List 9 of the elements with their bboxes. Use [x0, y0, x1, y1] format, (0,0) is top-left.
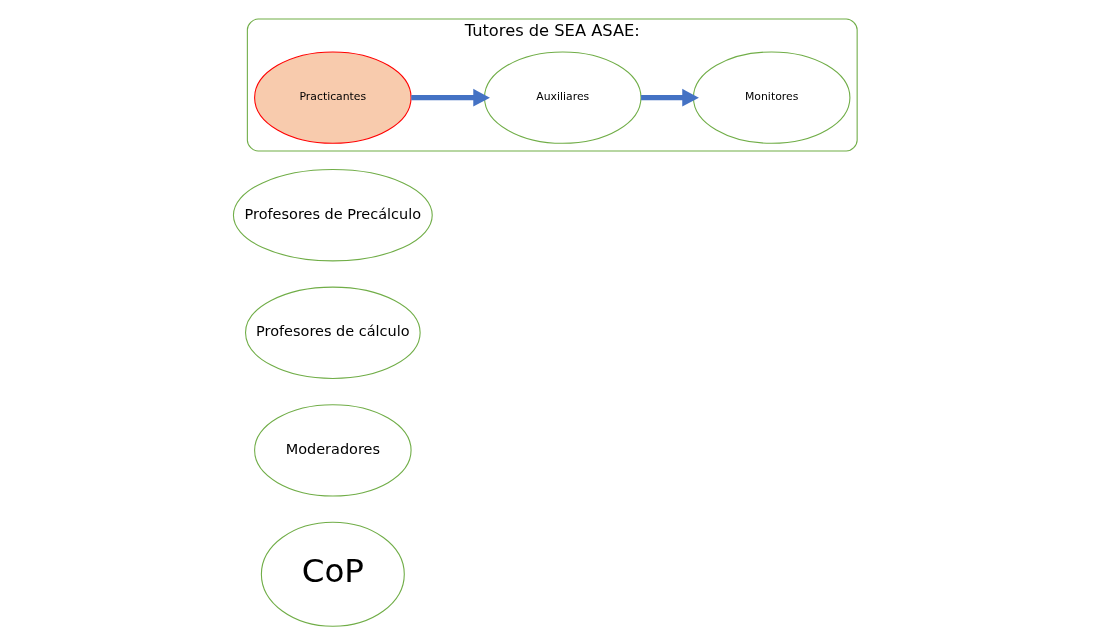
arrow — [411, 88, 490, 107]
node-ellipse: Profesores de cálculo — [245, 286, 421, 379]
node-ellipse: Moderadores — [254, 404, 412, 497]
node-ellipse: CoP — [260, 521, 405, 627]
node-ellipse: Profesores de Precálculo — [232, 169, 433, 262]
arrow — [641, 88, 699, 107]
node-ellipse: Auxiliares — [483, 51, 642, 144]
node-ellipse: Monitores — [692, 51, 851, 144]
node-ellipse: Practicantes — [254, 51, 412, 144]
